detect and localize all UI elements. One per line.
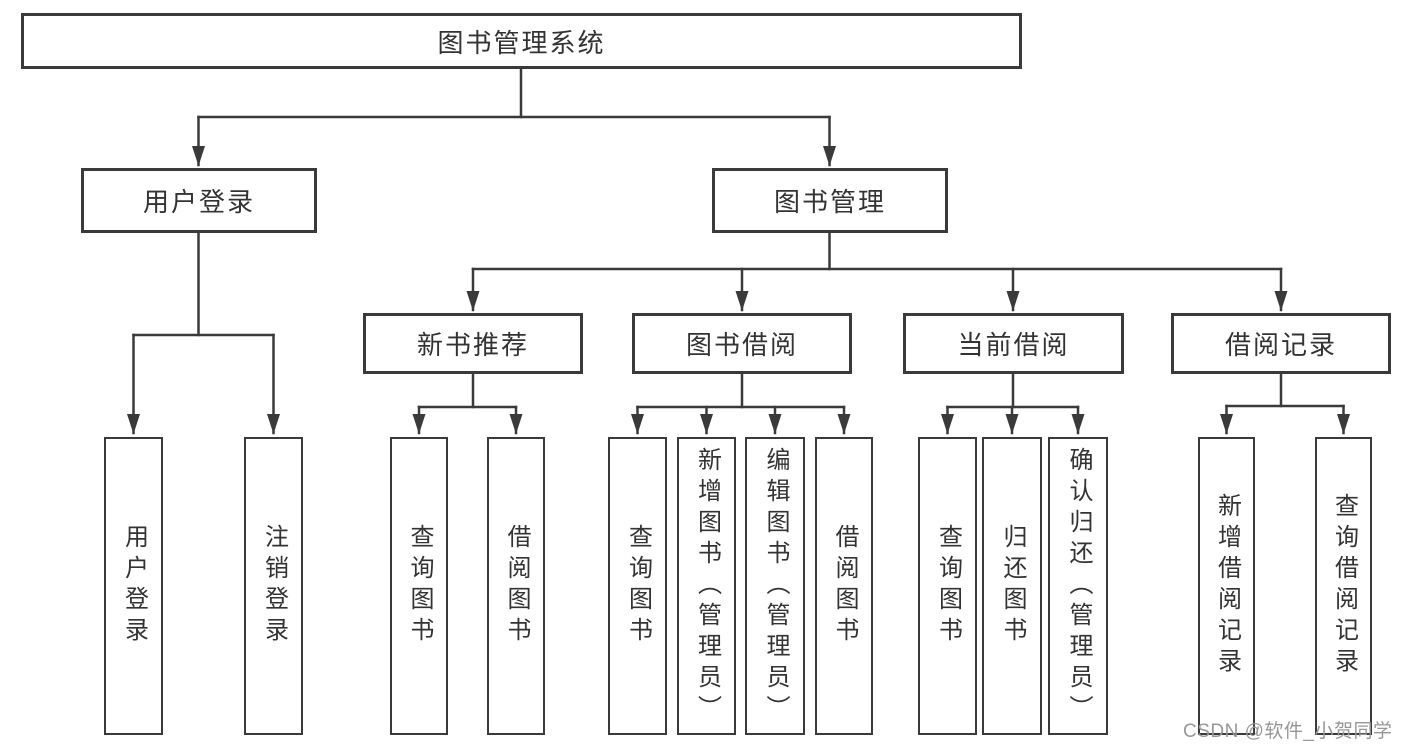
node-label: 查询借阅记录 <box>1330 493 1358 679</box>
leaf-return-books: 归还图书 <box>982 437 1042 735</box>
node-label: 新书推荐 <box>416 330 529 360</box>
node-label: 借阅图书 <box>503 524 530 648</box>
node-label: 当前借阅 <box>957 330 1070 360</box>
leaf-query-books-current: 查询图书 <box>918 437 977 735</box>
node-label: 用户登录 <box>120 524 148 648</box>
leaf-add-borrow-record: 新增借阅记录 <box>1198 437 1255 735</box>
leaf-add-books-admin: 新增图书（管理员） <box>677 437 736 735</box>
leaf-user-login: 用户登录 <box>104 437 163 735</box>
node-book-management: 图书管理 <box>712 168 948 233</box>
node-label: 图书管理系统 <box>437 27 606 58</box>
node-label: 编辑图书（管理员） <box>762 446 789 726</box>
node-label: 图书管理 <box>773 187 886 217</box>
node-user-login: 用户登录 <box>81 168 317 233</box>
leaf-confirm-return-admin: 确认归还（管理员） <box>1048 437 1108 735</box>
leaf-edit-books-admin: 编辑图书（管理员） <box>745 437 805 735</box>
node-label: 图书借阅 <box>685 330 798 360</box>
leaf-query-borrow-record: 查询借阅记录 <box>1315 437 1372 735</box>
csdn-watermark: CSDN @软件_小贺同学 <box>1183 721 1393 742</box>
leaf-borrow-books: 借阅图书 <box>815 437 873 735</box>
node-label: 借阅记录 <box>1224 330 1337 360</box>
leaf-query-books-borrowing: 查询图书 <box>608 437 667 735</box>
node-book-borrowing: 图书借阅 <box>632 313 852 374</box>
leaf-logout-login: 注销登录 <box>244 437 303 735</box>
node-current-borrowing: 当前借阅 <box>903 313 1124 374</box>
node-label: 查询图书 <box>934 524 962 648</box>
node-new-book-recommendation: 新书推荐 <box>363 313 583 374</box>
node-library-management-system: 图书管理系统 <box>21 13 1022 69</box>
node-borrow-records: 借阅记录 <box>1171 313 1391 374</box>
node-label: 确认归还（管理员） <box>1065 446 1092 726</box>
node-label: 归还图书 <box>999 524 1026 648</box>
node-label: 查询图书 <box>624 524 652 648</box>
node-label: 新增借阅记录 <box>1213 493 1241 679</box>
node-label: 新增图书（管理员） <box>693 446 721 726</box>
node-label: 注销登录 <box>260 524 288 648</box>
node-label: 查询图书 <box>406 524 433 648</box>
leaf-query-books-recommend: 查询图书 <box>390 437 448 735</box>
leaf-borrow-books-recommend: 借阅图书 <box>487 437 545 735</box>
node-label: 借阅图书 <box>831 524 858 648</box>
node-label: 用户登录 <box>142 187 255 217</box>
